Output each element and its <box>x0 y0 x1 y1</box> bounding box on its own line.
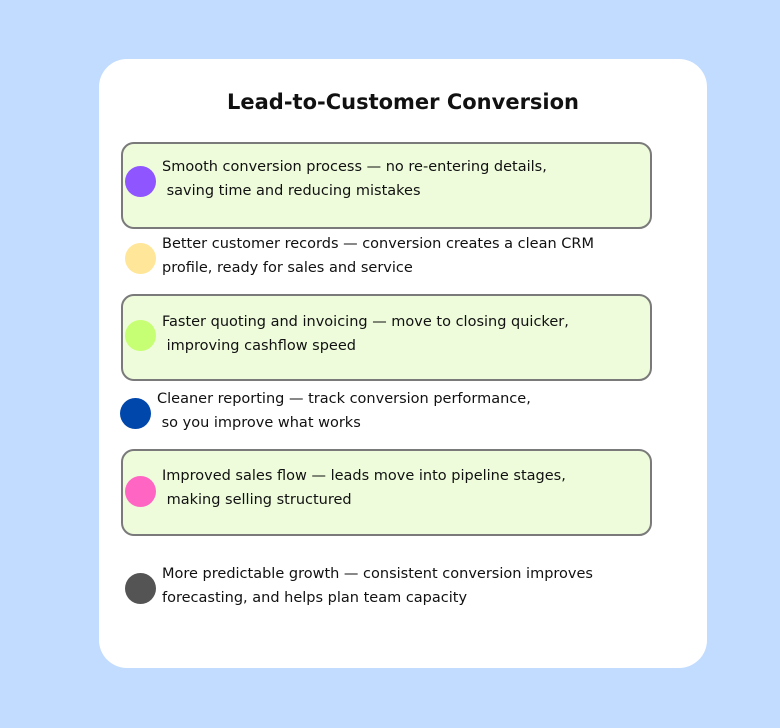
list-item: Smooth conversion process — no re-enteri… <box>162 155 547 203</box>
item-line: profile, ready for sales and service <box>162 260 413 276</box>
highlight-box <box>121 294 652 381</box>
highlight-box <box>121 142 652 229</box>
list-item: More predictable growth — consistent con… <box>162 562 593 610</box>
item-line: improving cashflow speed <box>162 338 356 354</box>
bullet-dot-icon <box>125 320 156 351</box>
item-line: forecasting, and helps plan team capacit… <box>162 590 468 606</box>
bullet-dot-icon <box>125 573 156 604</box>
bullet-dot-icon <box>125 166 156 197</box>
list-item: Cleaner reporting — track conversion per… <box>157 387 531 435</box>
item-line: More predictable growth — consistent con… <box>162 566 593 582</box>
bullet-dot-icon <box>125 243 156 274</box>
item-line: Improved sales flow — leads move into pi… <box>162 468 566 484</box>
bullet-dot-icon <box>125 476 156 507</box>
item-line: saving time and reducing mistakes <box>162 183 421 199</box>
item-line: Faster quoting and invoicing — move to c… <box>162 314 569 330</box>
item-line: Better customer records — conversion cre… <box>162 236 594 252</box>
list-item: Improved sales flow — leads move into pi… <box>162 464 566 512</box>
list-item: Faster quoting and invoicing — move to c… <box>162 310 569 358</box>
list-item: Better customer records — conversion cre… <box>162 232 594 280</box>
item-line: Cleaner reporting — track conversion per… <box>157 391 531 407</box>
item-line: Smooth conversion process — no re-enteri… <box>162 159 547 175</box>
page-title: Lead-to-Customer Conversion <box>227 90 579 114</box>
highlight-box <box>121 449 652 536</box>
item-line: making selling structured <box>162 492 352 508</box>
bullet-dot-icon <box>120 398 151 429</box>
item-line: so you improve what works <box>157 415 361 431</box>
